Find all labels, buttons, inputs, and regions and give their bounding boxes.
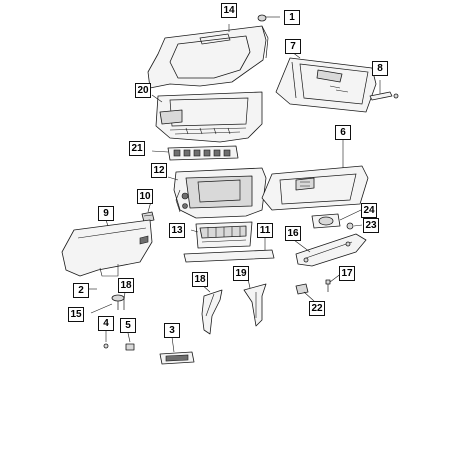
callout-8: 8 — [372, 61, 388, 76]
callout-23: 23 — [363, 218, 379, 233]
callout-1: 1 — [284, 10, 300, 25]
part-16-bracket — [295, 233, 367, 267]
callout-13: 13 — [169, 223, 185, 238]
part-24-lock — [311, 213, 341, 229]
callout-21: 21 — [129, 141, 145, 156]
part-11-trim-strip — [183, 249, 275, 263]
part-7-glovebox-bin — [275, 57, 377, 113]
callout-12: 12 — [151, 163, 167, 178]
callout-18: 18 — [192, 272, 208, 287]
callout-17: 17 — [339, 266, 355, 281]
part-12-center-stack — [173, 167, 267, 219]
callout-7: 7 — [285, 39, 301, 54]
part-17-screw — [325, 279, 331, 292]
part-6-glovebox-door — [261, 165, 369, 211]
part-3-bracket — [159, 351, 195, 365]
part-20-center-bezel — [155, 91, 263, 143]
callout-15: 15 — [68, 307, 84, 322]
callout-6: 6 — [335, 125, 351, 140]
callout-20: 20 — [135, 83, 151, 98]
part-8-hinge — [369, 91, 399, 101]
callout-19: 19 — [233, 266, 249, 281]
callout-18b: 18 — [118, 278, 134, 293]
part-23-fastener — [346, 222, 354, 230]
clip-part-1 — [257, 14, 267, 22]
part-15-push-pin — [111, 294, 125, 310]
part-19-right-trim — [243, 283, 267, 327]
callout-9: 9 — [98, 206, 114, 221]
part-9-knee-panel — [61, 219, 153, 277]
callout-11: 11 — [257, 223, 273, 238]
callout-3: 3 — [164, 323, 180, 338]
callout-2: 2 — [73, 283, 89, 298]
part-10-switch — [141, 211, 155, 223]
part-13-switch-bezel — [195, 221, 253, 249]
callout-24: 24 — [361, 203, 377, 218]
part-4-fastener — [103, 343, 109, 349]
callout-22: 22 — [309, 301, 325, 316]
callout-4: 4 — [98, 316, 114, 331]
part-22-clip — [295, 283, 309, 295]
part-18-left-trim — [201, 289, 223, 335]
part-21-switch-bank — [167, 145, 239, 161]
callout-5: 5 — [120, 318, 136, 333]
callout-16: 16 — [285, 226, 301, 241]
callout-14: 14 — [221, 3, 237, 18]
part-14-upper-bezel — [147, 25, 269, 89]
callout-10: 10 — [137, 189, 153, 204]
part-5-clip — [125, 343, 135, 351]
